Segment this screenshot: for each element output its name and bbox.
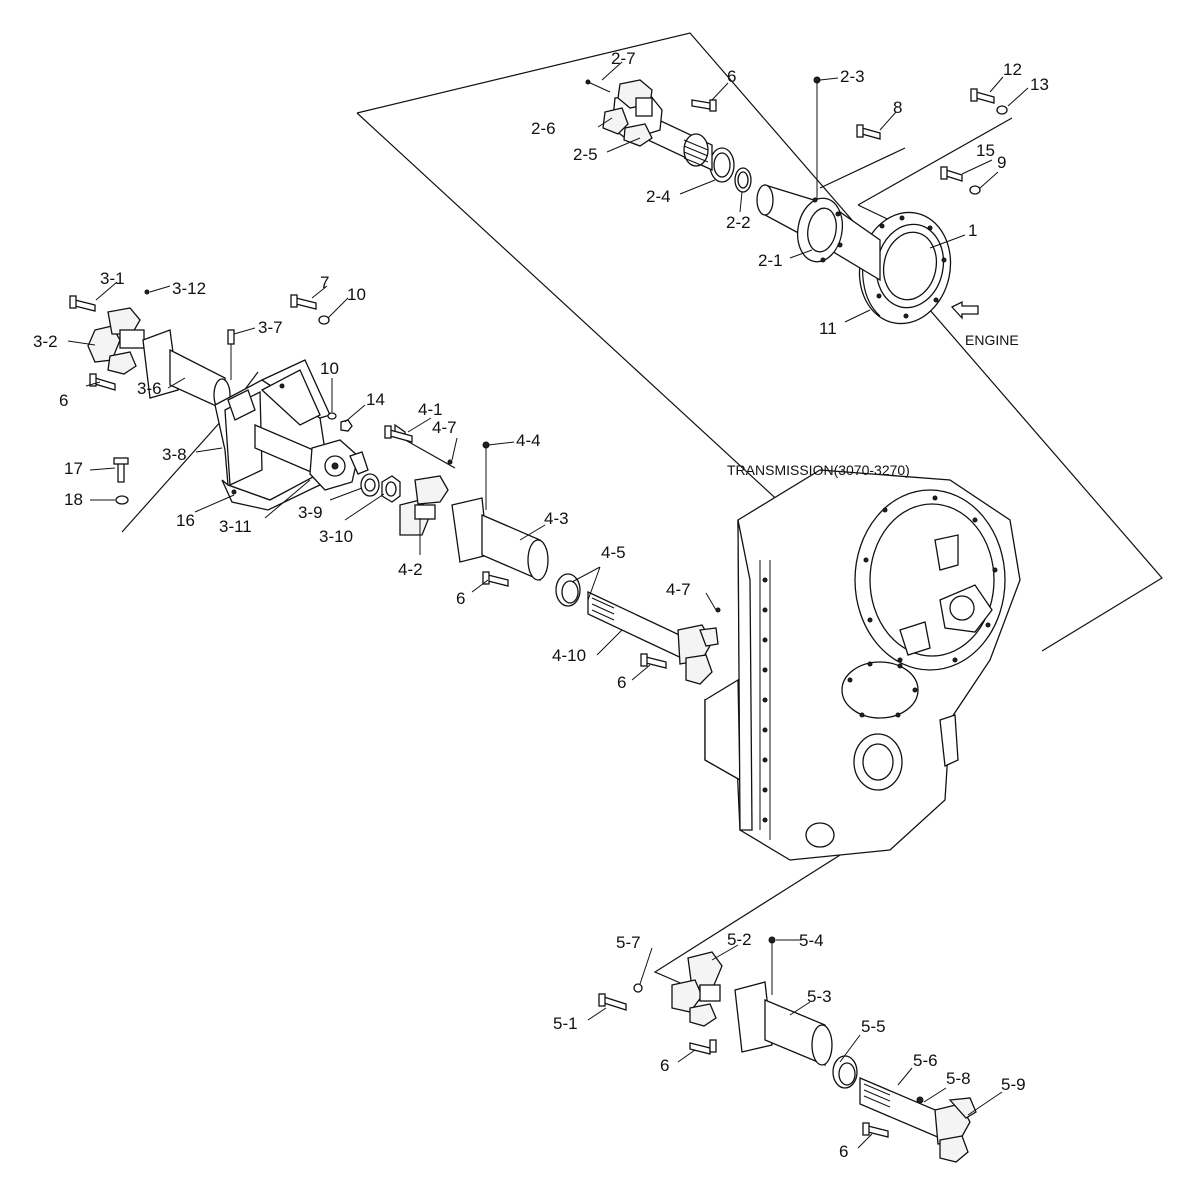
callout-1: 1 [968,221,977,240]
callout-2-5: 2-5 [573,145,598,164]
callout-14: 14 [366,390,385,409]
callout-2-3: 2-3 [840,67,865,86]
callout-10-b: 10 [320,359,339,378]
callout-13: 13 [1030,75,1049,94]
callout-4-4: 4-4 [516,431,541,450]
transmission-housing [704,469,1021,861]
callout-10: 10 [347,285,366,304]
callout-2-1: 2-1 [758,251,783,270]
callout-5-7: 5-7 [616,933,641,952]
callout-5-5: 5-5 [861,1017,886,1036]
callout-3-6: 3-6 [137,379,162,398]
intermediate-shaft-assembly [384,423,721,685]
callout-3-11: 3-11 [219,517,252,536]
callout-4-1: 4-1 [418,400,443,419]
callout-6-c: 6 [456,589,465,608]
callout-4-2: 4-2 [398,560,423,579]
callout-4-3: 4-3 [544,509,569,528]
callout-11: 11 [819,319,837,338]
callout-6-d: 6 [617,673,626,692]
callout-7: 7 [320,273,329,292]
callout-18: 18 [64,490,83,509]
callout-6-b: 6 [59,391,68,410]
callout-6-e: 6 [660,1056,669,1075]
group-outlines [121,32,1163,986]
center-bearing-assembly [69,289,401,511]
callout-labels: TRANSMISSION(3070-3270) ENGINE 2-7 6 2-3… [33,49,1049,1161]
callout-3-12: 3-12 [172,279,206,298]
callout-16: 16 [176,511,195,530]
callout-2-7: 2-7 [611,49,636,68]
callout-15: 15 [976,141,995,160]
callout-5-1: 5-1 [553,1014,578,1033]
callout-2-6: 2-6 [531,119,556,138]
engine-label: ENGINE [965,332,1019,348]
callout-5-6: 5-6 [913,1051,938,1070]
callout-12: 12 [1003,60,1022,79]
callout-3-2: 3-2 [33,332,58,351]
callout-6-f: 6 [839,1142,848,1161]
callout-5-4: 5-4 [799,931,824,950]
callout-3-9: 3-9 [298,503,323,522]
callout-3-8: 3-8 [162,445,187,464]
callout-5-2: 5-2 [727,930,752,949]
callout-4-7: 4-7 [432,418,457,437]
callout-3-1: 3-1 [100,269,125,288]
callout-5-9: 5-9 [1001,1075,1026,1094]
callout-3-10: 3-10 [319,527,353,546]
callout-17: 17 [64,459,83,478]
callout-4-7-b: 4-7 [666,580,691,599]
callout-6: 6 [727,67,736,86]
transmission-title: TRANSMISSION(3070-3270) [727,462,910,478]
callout-2-2: 2-2 [726,213,751,232]
callout-5-3: 5-3 [807,987,832,1006]
callout-8: 8 [893,98,902,117]
callout-2-4: 2-4 [646,187,671,206]
callout-9: 9 [997,153,1006,172]
callout-4-10: 4-10 [552,646,586,665]
rear-shaft-assembly [598,936,977,1163]
front-shaft-assembly [585,76,1008,325]
callout-4-5: 4-5 [601,543,626,562]
callout-3-7: 3-7 [258,318,283,337]
leader-lines [67,61,1029,1149]
callout-5-8: 5-8 [946,1069,971,1088]
